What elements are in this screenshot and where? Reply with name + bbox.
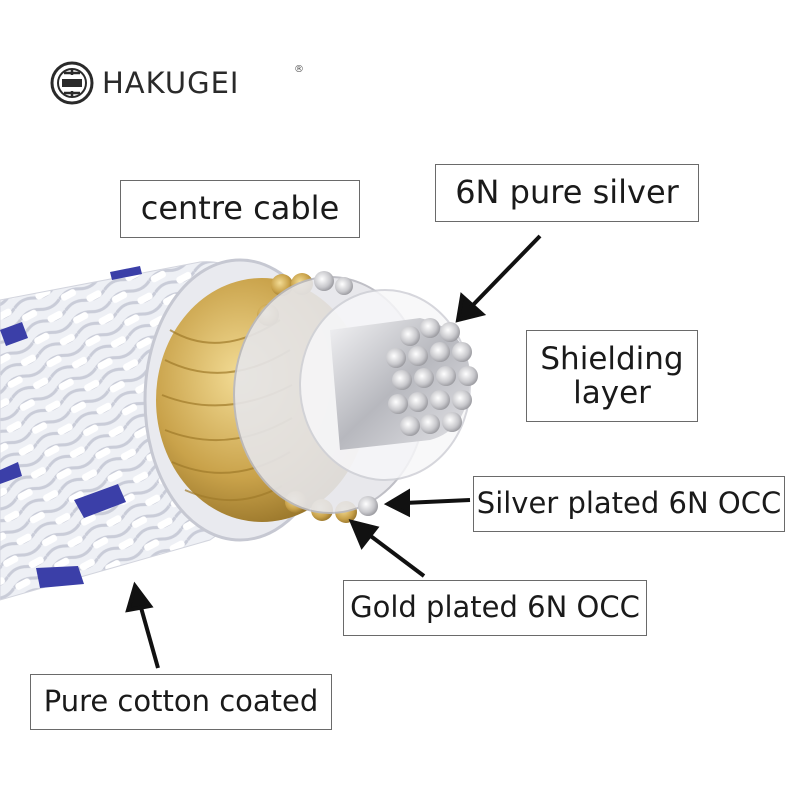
label-shielding-line1: Shielding <box>540 340 684 377</box>
silver-plated-strand-ends <box>314 271 378 516</box>
callout-arrows <box>125 234 542 669</box>
brand-name: HAKUGEI <box>102 66 240 100</box>
arrow-gold-plated <box>366 532 426 578</box>
brand-logo: HAKUGEI ® <box>50 60 304 106</box>
label-silver-plated-text: Silver plated 6N OCC <box>476 486 782 521</box>
arrow-silver-plated <box>403 498 471 505</box>
label-shielding-line2: layer <box>573 375 651 411</box>
label-shielding-layer: Shielding layer <box>526 330 698 422</box>
registered-mark: ® <box>294 64 304 75</box>
label-cotton-text: Pure cotton coated <box>43 684 319 719</box>
label-pure-silver-text: 6N pure silver <box>455 173 679 212</box>
label-centre-cable-text: centre cable <box>140 189 340 228</box>
blue-braid-accents <box>0 266 142 588</box>
hakugei-seal-icon <box>50 61 94 105</box>
label-centre-cable: centre cable <box>120 180 360 238</box>
arrow-pure-silver <box>470 234 542 308</box>
pure-silver-core-strands <box>386 318 478 436</box>
label-pure-cotton-coated: Pure cotton coated <box>30 674 332 730</box>
label-gold-plated-text: Gold plated 6N OCC <box>350 590 640 625</box>
label-gold-plated-occ: Gold plated 6N OCC <box>343 580 647 636</box>
label-pure-silver: 6N pure silver <box>435 164 699 222</box>
label-silver-plated-occ: Silver plated 6N OCC <box>473 476 785 532</box>
arrow-cotton <box>138 603 160 669</box>
